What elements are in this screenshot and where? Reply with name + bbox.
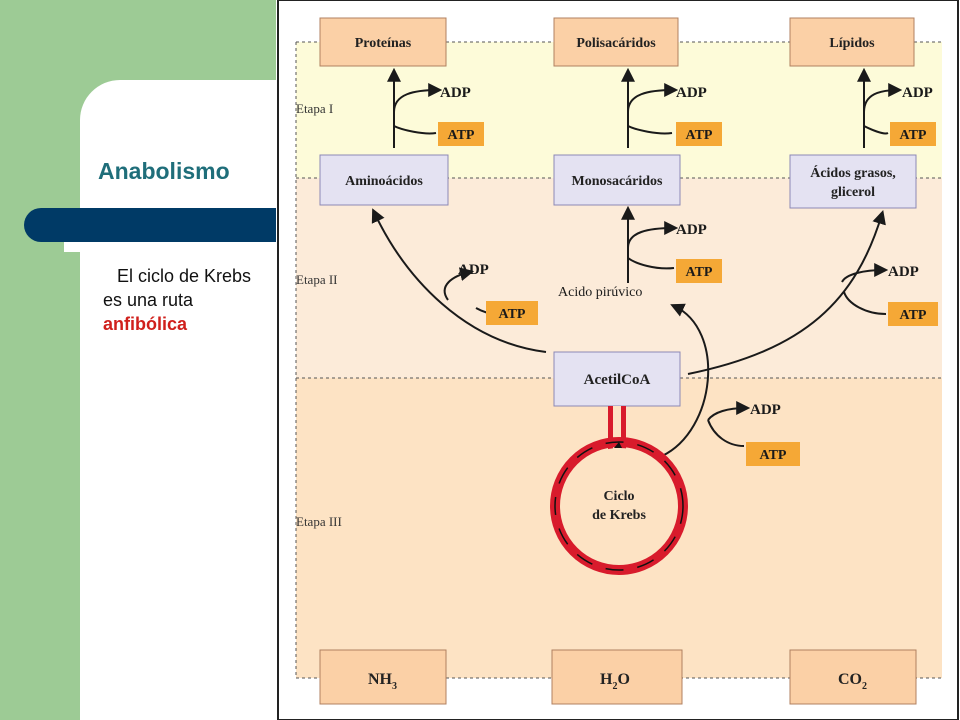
atp-box-2 xyxy=(676,122,722,146)
adp-label-5: ADP xyxy=(458,262,489,278)
adp-label-3: ADP xyxy=(902,85,933,101)
krebs-cycle xyxy=(550,406,688,575)
stage-2-label: Etapa II xyxy=(296,272,338,287)
atp-label-6: ATP xyxy=(900,308,927,323)
node-proteinas-label: Proteínas xyxy=(355,36,412,51)
node-aminoacidos-label: Aminoácidos xyxy=(345,174,423,189)
h2o-subscript: 2 xyxy=(612,681,617,692)
co2-subscript: 2 xyxy=(862,681,867,692)
atp-label-3: ATP xyxy=(900,128,927,143)
node-nh3-label: NH3 xyxy=(368,671,397,692)
atp-label-4: ATP xyxy=(686,265,713,280)
atp-box-4 xyxy=(676,259,722,283)
node-acetilcoa-label: AcetilCoA xyxy=(584,372,651,388)
atp-box-3 xyxy=(890,122,936,146)
node-monosacaridos xyxy=(553,154,681,206)
stage-1-label: Etapa I xyxy=(296,101,333,116)
acetyl-to-fatty-acids xyxy=(687,209,889,375)
accent-bar-notch xyxy=(64,242,94,252)
slide-body-text: El ciclo de Krebs es una ruta anfibólica xyxy=(103,264,253,336)
adp-label-4: ADP xyxy=(676,222,707,238)
atp-label-5: ATP xyxy=(499,307,526,322)
nh3-subscript: 3 xyxy=(392,681,397,692)
node-polisacaridos xyxy=(553,17,679,67)
metabolism-diagram: Etapa I Etapa II Etapa III Proteínas Pol… xyxy=(276,0,960,720)
atp-label-2: ATP xyxy=(686,128,713,143)
pyruvate-label: Acido pirúvico xyxy=(558,285,642,300)
krebs-label-line2: de Krebs xyxy=(592,508,646,523)
stage-dividers xyxy=(295,41,942,679)
body-text-highlight: anfibólica xyxy=(103,314,188,334)
body-text-prefix: El ciclo de Krebs es una ruta xyxy=(103,266,252,310)
node-polisacaridos-label: Polisacáridos xyxy=(576,36,656,51)
nh3-base: NH xyxy=(368,671,393,688)
node-lipidos xyxy=(789,17,915,67)
node-acetilcoa xyxy=(553,351,681,407)
krebs-to-pyruvate xyxy=(661,303,751,457)
node-h2o xyxy=(551,649,683,705)
adp-label-2: ADP xyxy=(676,85,707,101)
adp-label-1: ADP xyxy=(440,85,471,101)
node-co2 xyxy=(789,649,917,705)
node-acidos-grasos-line1: Ácidos grasos, xyxy=(810,164,896,181)
krebs-label-line1: Ciclo xyxy=(603,489,634,504)
node-h2o-label: H2O xyxy=(600,671,630,692)
node-co2-label: CO2 xyxy=(838,671,867,692)
h2o-h: H xyxy=(600,671,613,688)
atp-label-7: ATP xyxy=(760,448,787,463)
atp-box-5 xyxy=(486,301,538,325)
diagram-svg: Etapa I Etapa II Etapa III Proteínas Pol… xyxy=(277,0,959,720)
node-monosacaridos-label: Monosacáridos xyxy=(572,174,664,189)
slide-title: Anabolismo xyxy=(98,158,230,184)
title-accent-bar xyxy=(24,208,284,242)
pyruvate-conversion xyxy=(621,205,679,283)
left-green-strip xyxy=(0,0,80,720)
stage-3-label: Etapa III xyxy=(296,514,342,529)
adp-label-7: ADP xyxy=(750,402,781,418)
node-acidos-grasos xyxy=(789,154,917,209)
h2o-o: O xyxy=(617,671,629,688)
node-proteinas xyxy=(319,17,447,67)
node-aminoacidos xyxy=(319,154,449,206)
node-acidos-grasos-line2: glicerol xyxy=(831,185,875,200)
atp-box-1 xyxy=(438,122,484,146)
atp-box-6 xyxy=(888,302,938,326)
stage2-band xyxy=(296,178,942,378)
node-nh3 xyxy=(319,649,447,705)
adp-label-6: ADP xyxy=(888,264,919,280)
atp-label-1: ATP xyxy=(448,128,475,143)
co2-base: CO xyxy=(838,671,862,688)
stage1-conversions xyxy=(387,67,903,148)
atp-box-7 xyxy=(746,442,800,466)
node-lipidos-label: Lípidos xyxy=(829,36,875,51)
